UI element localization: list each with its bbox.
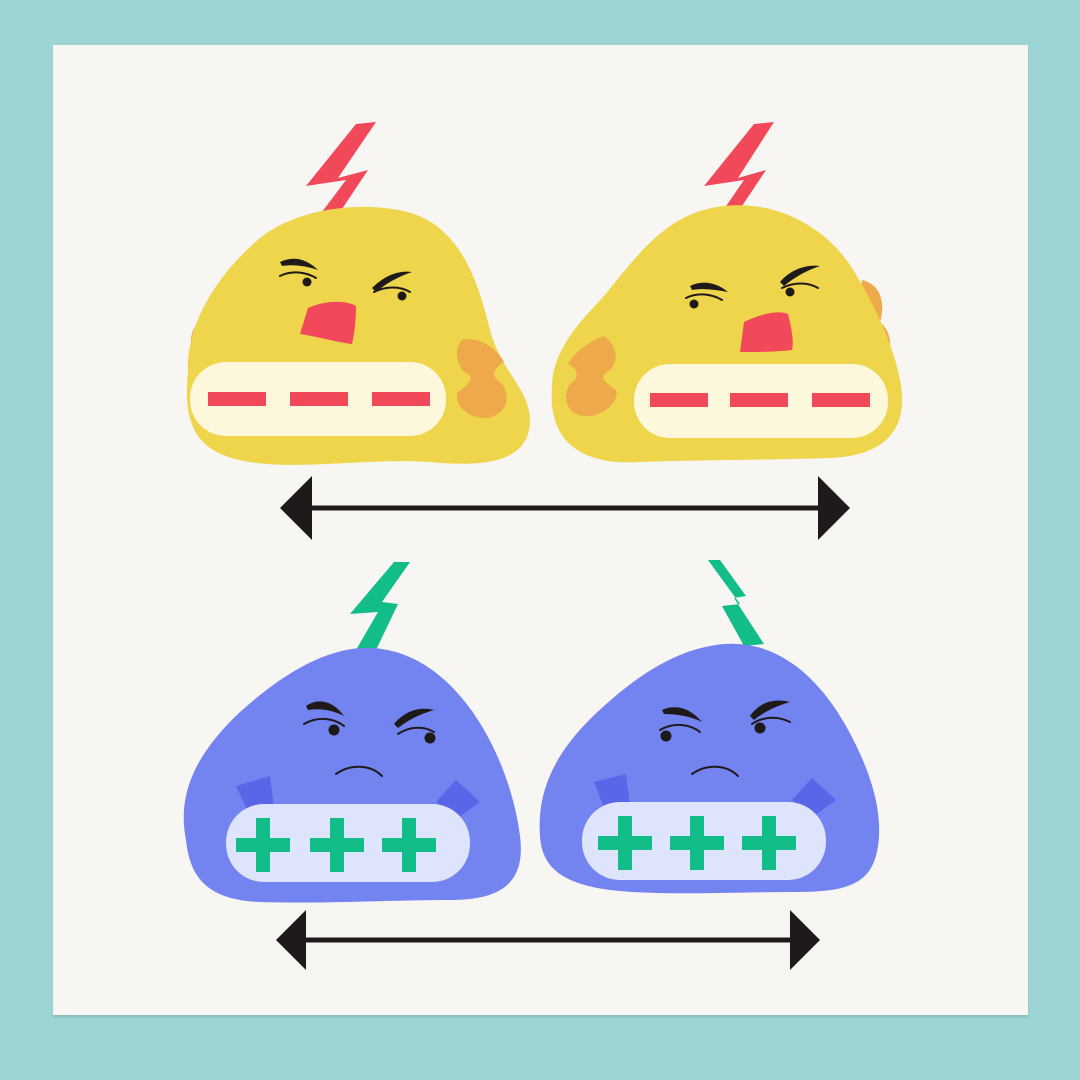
eye-icon xyxy=(397,726,435,735)
negative-character-left xyxy=(186,122,530,465)
eyebrow-icon xyxy=(690,282,728,292)
eye-icon xyxy=(751,716,791,725)
side-wing-icon xyxy=(456,339,507,419)
eyebrow-icon xyxy=(780,265,820,286)
negative-character-right xyxy=(551,122,903,463)
eyebrow-icon xyxy=(372,271,412,292)
plus-icon xyxy=(742,816,796,870)
beak-icon xyxy=(300,301,356,344)
double-headed-arrow-icon xyxy=(276,910,820,970)
minus-icon xyxy=(730,393,788,407)
eye-icon xyxy=(373,286,411,293)
plus-icon xyxy=(310,818,364,872)
positive-character-right xyxy=(539,560,880,894)
eye-icon xyxy=(689,299,699,309)
eye-icon xyxy=(397,291,407,301)
mouth-icon xyxy=(691,765,739,777)
mouth-icon xyxy=(335,765,383,777)
eyebrow-icon xyxy=(662,707,702,722)
plus-icon xyxy=(382,818,436,872)
positive-character-left xyxy=(183,562,521,903)
eye-icon xyxy=(785,287,795,297)
side-wing-icon xyxy=(566,336,617,417)
arm-icon xyxy=(594,774,630,808)
arm-icon xyxy=(236,776,274,812)
eye-icon xyxy=(303,718,345,727)
eye-icon xyxy=(302,277,312,287)
eye-icon xyxy=(279,271,317,279)
eye-icon xyxy=(754,722,766,734)
eye-icon xyxy=(781,282,819,289)
beak-icon xyxy=(740,312,793,352)
double-headed-arrow-icon xyxy=(280,476,850,540)
lightning-bolt-icon xyxy=(708,560,764,646)
plus-icon xyxy=(598,816,652,870)
eye-icon xyxy=(424,732,436,744)
eyebrow-icon xyxy=(750,700,790,720)
eyebrow-icon xyxy=(394,708,434,728)
plus-icon xyxy=(670,816,724,870)
minus-icon xyxy=(290,392,348,406)
eye-icon xyxy=(328,724,340,736)
eyebrow-icon xyxy=(280,258,318,270)
minus-icon xyxy=(812,393,870,407)
minus-icon xyxy=(650,393,708,407)
lightning-bolt-icon xyxy=(350,562,410,650)
minus-icon xyxy=(372,392,430,406)
eye-icon xyxy=(685,293,723,301)
eye-icon xyxy=(659,724,701,733)
eye-icon xyxy=(660,730,672,742)
plus-icon xyxy=(236,818,290,872)
minus-icon xyxy=(208,392,266,406)
eyebrow-icon xyxy=(306,701,344,716)
lightning-bolt-icon xyxy=(306,122,376,212)
lightning-bolt-icon xyxy=(704,122,774,212)
